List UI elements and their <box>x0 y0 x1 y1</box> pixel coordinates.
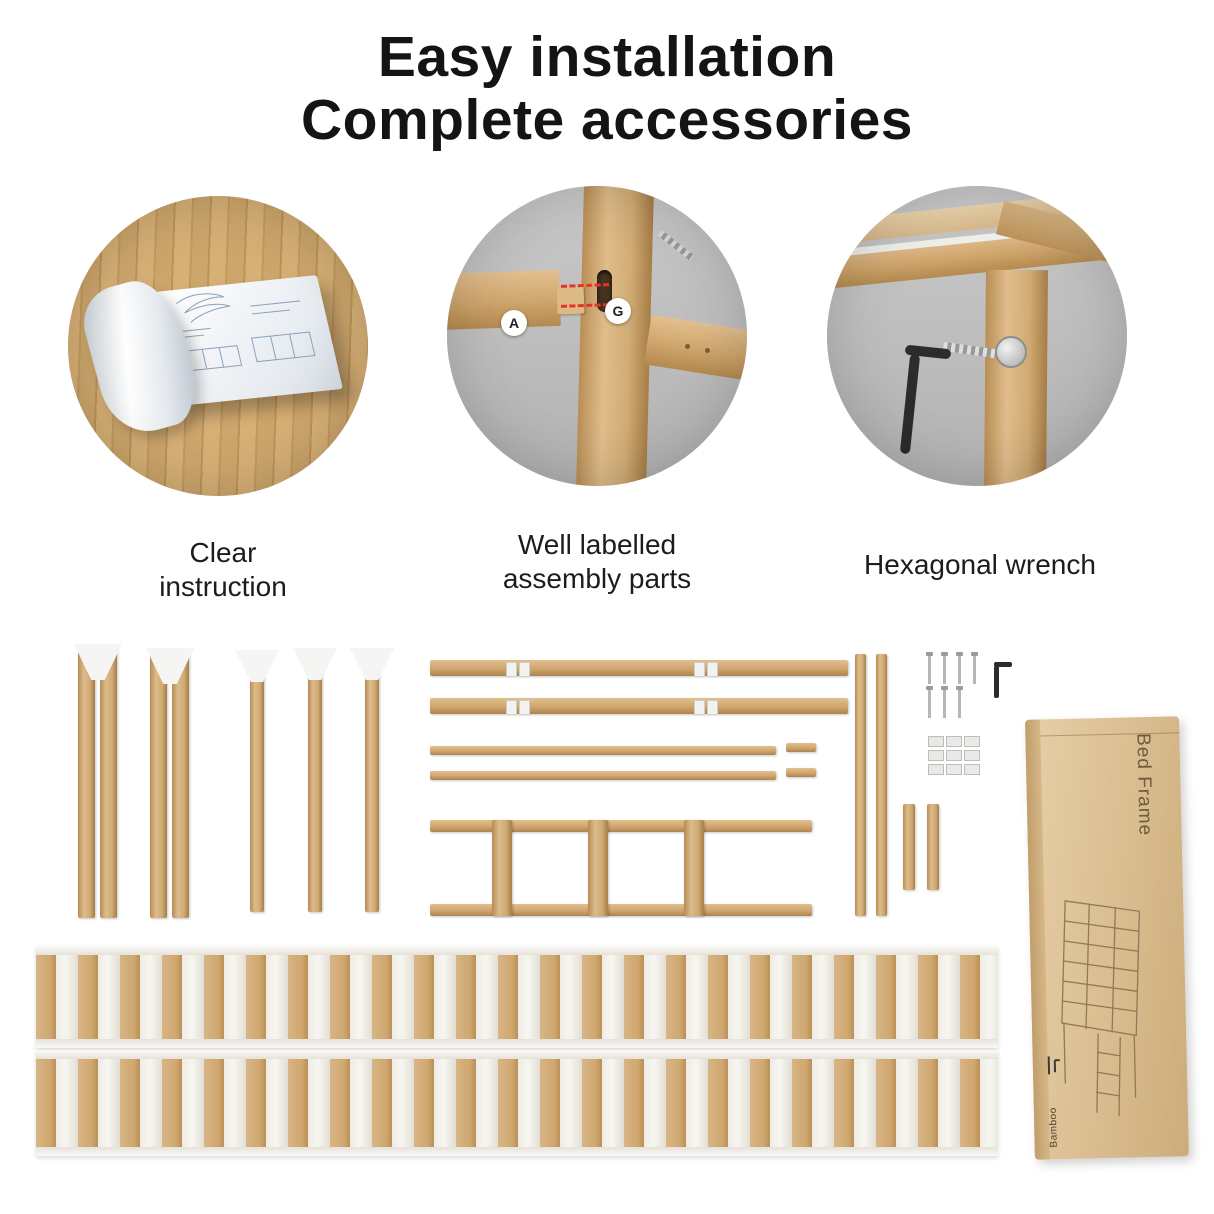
bolt-head <box>995 336 1027 368</box>
box-illustration <box>1061 900 1141 1117</box>
part-label-a: A <box>501 310 527 336</box>
hardware-screw <box>941 686 948 718</box>
part-label-g: G <box>605 298 631 324</box>
headboard-post <box>150 652 167 918</box>
bracket-plate <box>946 736 962 747</box>
ladder-rail-top <box>430 820 812 832</box>
manual-diagram <box>176 293 316 372</box>
hardware-screw <box>926 652 933 684</box>
part-label-g-text: G <box>612 303 624 319</box>
side-rail <box>430 698 848 714</box>
bracket-plate <box>928 764 944 775</box>
bracket-plate <box>964 750 980 761</box>
short-leg <box>927 804 939 890</box>
bracket-plate <box>928 736 944 747</box>
leg-post <box>250 656 264 912</box>
leg-post <box>308 654 322 912</box>
screw-hole <box>705 348 710 353</box>
page-title: Easy installation Complete accessories <box>0 26 1214 151</box>
instruction-manual <box>75 254 350 453</box>
rail-clip <box>506 662 517 677</box>
caption-line: assembly parts <box>502 563 692 595</box>
headboard-post <box>78 648 95 918</box>
brand-logo-icon <box>1047 1056 1060 1075</box>
spacer-block <box>786 768 816 777</box>
post-bracket <box>350 648 394 680</box>
bracket-plate <box>964 764 980 775</box>
rail-clip <box>519 700 530 715</box>
center-slat <box>876 654 887 916</box>
title-line-1: Easy installation <box>377 25 837 89</box>
caption-line: instruction <box>159 571 287 603</box>
ladder-rail-bottom <box>430 904 812 916</box>
caption-line: Clear <box>189 537 257 568</box>
bracket-plate <box>946 764 962 775</box>
short-leg <box>903 804 915 890</box>
rail-clip <box>707 700 718 715</box>
rail-clip <box>707 662 718 677</box>
post-bracket <box>235 650 279 682</box>
caption-clear-instruction: Clear instruction <box>93 536 353 604</box>
spacer-block <box>786 743 816 752</box>
post-bracket <box>293 648 337 680</box>
ladder-rung <box>492 820 512 916</box>
support-rail <box>430 771 776 780</box>
hardware-screw <box>941 652 948 684</box>
caption-line: Well labelled <box>517 529 677 560</box>
caption-hex-wrench: Hexagonal wrench <box>820 548 1140 582</box>
rail-clip <box>694 700 705 715</box>
hex-key-icon <box>994 666 999 698</box>
hardware-screw <box>926 686 933 718</box>
bracket-plate <box>964 736 980 747</box>
leg-post <box>365 654 379 912</box>
support-rail <box>430 746 776 755</box>
rail-clip <box>519 662 530 677</box>
bracket-plate <box>946 750 962 761</box>
box-label: Bed Frame <box>1132 732 1156 837</box>
frame-post <box>984 269 1048 486</box>
caption-labelled-parts: Well labelled assembly parts <box>447 528 747 596</box>
ladder-rung <box>588 820 608 916</box>
shipping-box: Bed Frame Bamboo <box>1025 716 1189 1160</box>
feature-circle-wrench <box>827 186 1127 486</box>
slat-roll-top <box>36 946 998 1048</box>
headboard-post <box>100 648 117 918</box>
bed-post <box>575 186 655 486</box>
hardware-screw <box>956 686 963 718</box>
parts-layout: Bed Frame Bamboo <box>0 640 1214 1200</box>
caption-line: Hexagonal wrench <box>864 549 1096 580</box>
ladder-rung <box>684 820 704 916</box>
headboard-post <box>172 652 189 918</box>
slat-roll-bottom <box>36 1050 998 1156</box>
screw-hole <box>685 344 690 349</box>
box-brand: Bamboo <box>1047 1106 1060 1148</box>
rail-clip <box>506 700 517 715</box>
manual-page <box>155 275 343 406</box>
tenon <box>556 285 585 315</box>
side-rail <box>430 660 848 676</box>
hardware-screw <box>956 652 963 684</box>
feature-circle-instruction <box>68 196 368 496</box>
rail-clip <box>694 662 705 677</box>
part-label-a-text: A <box>508 315 520 331</box>
feature-circle-parts: A G <box>447 186 747 486</box>
center-slat <box>855 654 866 916</box>
bracket-plate <box>928 750 944 761</box>
hex-key-icon <box>994 662 1012 667</box>
hardware-screw <box>971 652 978 684</box>
title-line-2: Complete accessories <box>301 87 913 152</box>
